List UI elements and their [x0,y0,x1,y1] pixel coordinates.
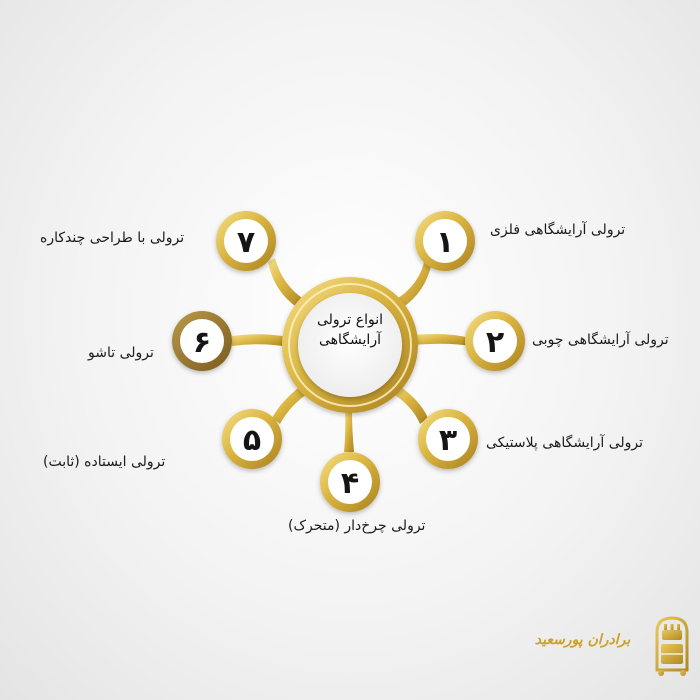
center-title-line1: انواع ترولی [316,312,384,328]
node-3-label: ترولی آرایشگاهی پلاستیکی [486,435,644,451]
node-1: ۱ [415,211,475,271]
node-4-label: ترولی چرخ‌دار (متحرک) [288,518,426,534]
node-3: ۳ [418,409,478,469]
trolley-logo-icon [655,616,689,676]
spoke-2 [412,334,470,346]
node-3-number: ۳ [439,423,457,458]
spoke-7 [268,258,305,308]
node-1-label: ترولی آرایشگاهی فلزی [490,222,626,238]
node-4: ۴ [320,452,380,512]
node-4-number: ۴ [341,466,359,501]
spoke-1 [395,258,432,308]
node-5-number: ۵ [243,423,261,458]
spoke-6 [232,334,290,347]
node-7: ۷ [216,211,276,271]
node-5: ۵ [222,409,282,469]
node-7-number: ۷ [237,225,255,260]
node-7-label: ترولی با طراحی چندکاره [40,230,185,246]
connector-spokes [232,258,470,452]
spoke-3 [390,385,428,424]
node-6-number: ۶ [193,325,211,360]
node-2-number: ۲ [486,325,504,360]
node-1-number: ۱ [436,225,454,260]
center-title: انواع ترولی آرایشگاهی [300,310,400,350]
node-6: ۶ [172,311,232,371]
brand-logo: برادران پورسعید [525,610,695,680]
center-hub [282,277,418,413]
node-2-label: ترولی آرایشگاهی چوبی [532,332,669,348]
spoke-4 [344,412,354,452]
node-6-label: ترولی تاشو [88,345,154,361]
node-2: ۲ [465,311,525,371]
brand-logo-text: برادران پورسعید [534,632,631,648]
node-5-label: ترولی ایستاده (ثابت) [43,454,166,470]
spoke-5 [272,385,310,424]
center-title-line2: آرایشگاهی [319,332,381,348]
